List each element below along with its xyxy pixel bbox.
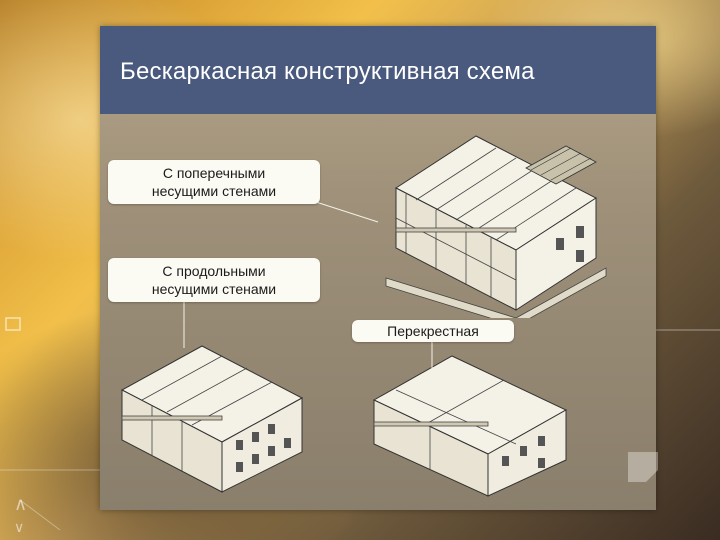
label-cross-walls: Перекрестная [352,320,514,342]
label-longitudinal-line2: несущими стенами [108,280,320,298]
label-transverse-walls: С поперечными несущими стенами [108,160,320,204]
callout-line-transverse [316,202,378,222]
label-longitudinal-walls: С продольными несущими стенами [108,258,320,302]
label-transverse-line2: несущими стенами [108,182,320,200]
label-transverse-line1: С поперечными [108,164,320,182]
label-longitudinal-line1: С продольными [108,262,320,280]
